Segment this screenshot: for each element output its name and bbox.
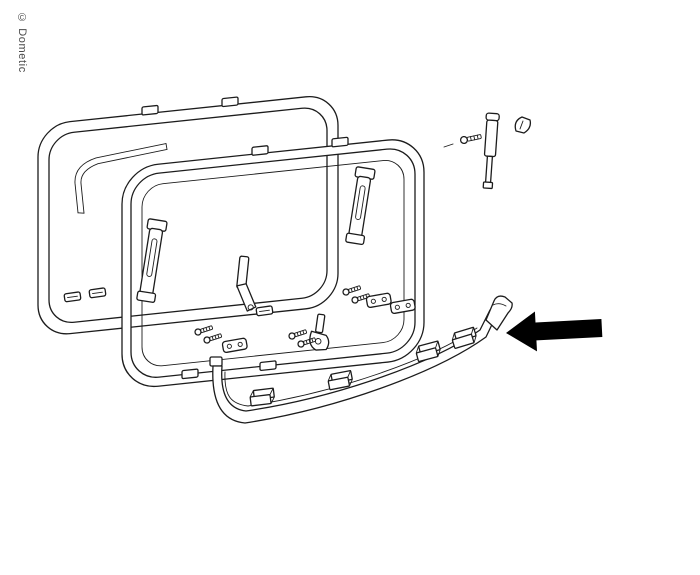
latch-part: [309, 313, 330, 351]
outer-window-frame: [37, 96, 339, 335]
frame-clip: [259, 360, 277, 371]
mounting-plate: [221, 337, 248, 354]
frame-tab: [141, 104, 159, 116]
window-pane-frame: [121, 136, 425, 388]
center-latch: [236, 255, 257, 312]
mounting-plate: [389, 298, 416, 315]
seal-strip: [74, 143, 168, 214]
arrow-shape: [506, 311, 603, 352]
pin: [443, 143, 454, 148]
frame-tab: [221, 96, 239, 108]
indicator-arrow: [506, 311, 603, 352]
rail-clip: [451, 326, 477, 349]
copyright-text: © Dometic: [16, 12, 28, 73]
mounting-plate: [365, 292, 392, 309]
rail-clip: [327, 370, 353, 391]
screw-set: [194, 285, 371, 348]
frame-clip: [181, 368, 199, 380]
lift-arm-right: [345, 166, 376, 246]
frame-tab: [331, 136, 349, 148]
rail-clip: [249, 387, 275, 407]
rail-clip: [415, 340, 441, 363]
gas-strut: [482, 112, 500, 190]
bracket: [88, 287, 107, 299]
rail-end-hook: [485, 295, 513, 331]
bottom-trim-rail: [209, 295, 513, 424]
frame-tab: [251, 145, 269, 156]
bracket: [63, 291, 82, 303]
bracket: [255, 305, 274, 317]
end-cap: [514, 116, 532, 134]
screw: [459, 134, 482, 145]
lift-arm-left: [136, 218, 168, 303]
